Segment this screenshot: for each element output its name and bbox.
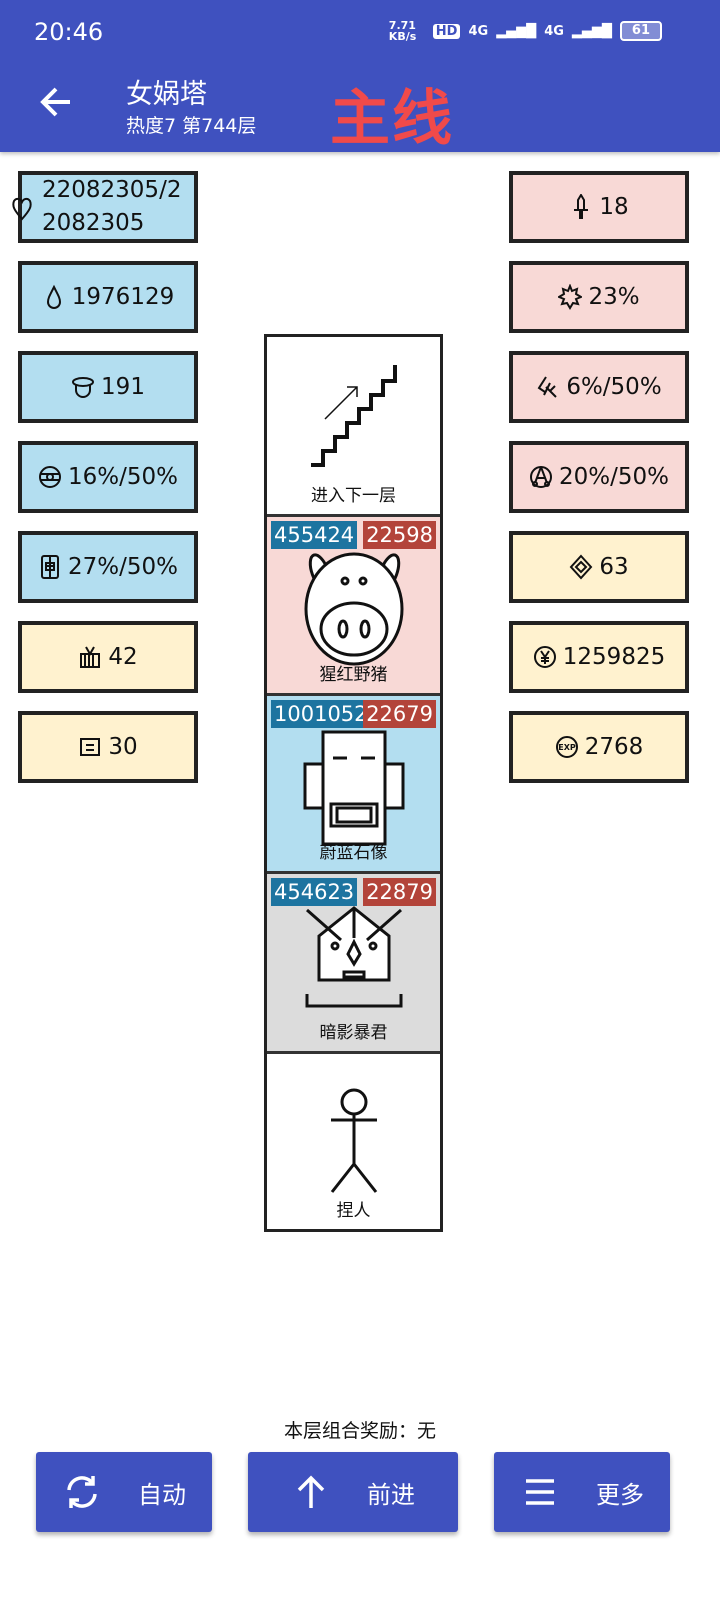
coin-icon [533,646,556,668]
tower-cell-player[interactable]: 捏人 [267,1054,440,1229]
auto-button[interactable]: 自动 [36,1452,212,1532]
stairs-icon [311,365,397,467]
burst-icon [558,284,583,310]
refresh-icon [67,1476,97,1508]
mode-label: 主线 [330,84,454,154]
stat-value: 27%/50% [68,554,178,580]
monster-hp-badge: 1001052 [271,700,371,728]
stat-value: 22082305/22082305 [42,177,182,236]
boar-icon [304,552,404,666]
stat-hp: 22082305/22082305 [12,171,198,243]
status-time: 20:46 [34,18,104,46]
monster-attack-badge: 22879 [363,878,436,906]
page-subtitle: 热度7 第744层 [126,115,257,137]
hd-icon: HD [432,23,461,39]
stat-attack: 18 [509,171,689,243]
arrow-up-icon [297,1475,325,1508]
stat-value: 2768 [584,734,644,760]
stat-value: 191 [101,374,145,400]
forward-label: 前进 [367,1480,415,1509]
stick-figure-icon [330,1088,378,1193]
cell-label: 进入下一层 [311,486,396,506]
more-label: 更多 [596,1480,644,1509]
shadow-tyrant-icon [305,906,403,1008]
stat-value: 23% [588,284,640,310]
sword-icon [574,194,589,219]
stat-value: 20%/50% [559,464,669,490]
tower-column: 进入下一层 455424 22598 猩红野猪 1001052 22679 蔚蓝… [264,334,443,1232]
menu-icon [526,1479,554,1505]
page-title: 女娲塔 [126,79,207,110]
auto-label: 自动 [138,1480,186,1509]
stat-value: 16%/50% [68,464,178,490]
stone-statue-icon [303,730,405,846]
helmet-icon [72,377,95,398]
tower-cell-monster[interactable]: 1001052 22679 蔚蓝石像 [267,696,440,874]
stat-basket: 42 [18,621,198,693]
more-button[interactable]: 更多 [494,1452,670,1532]
signal-icon-2: 4G [544,23,564,39]
tower-cell-monster[interactable]: 454623 22879 暗影暴君 [267,874,440,1054]
monster-name: 暗影暴君 [319,1023,388,1043]
forward-button[interactable]: 前进 [248,1452,458,1532]
monster-hp-badge: 455424 [271,521,358,549]
slash-icon [537,376,558,398]
status-icons: 7.71 KB/s HD 4G ▂▄▆█ 4G ▂▄▆█ 61 [389,20,662,42]
monster-attack-badge: 22598 [363,521,436,549]
back-arrow-icon[interactable] [36,82,76,122]
stat-exp: EXP 2768 [509,711,689,783]
battery-icon: 61 [619,21,662,41]
signal-bars-icon: ▂▄▆█ [496,23,537,39]
heart-icon [12,197,32,221]
player-label: 捏人 [336,1201,371,1221]
stat-crit: 23% [509,261,689,333]
monster-attack-badge: 22679 [363,700,436,728]
svg-text:EXP: EXP [558,743,576,752]
tower-cell-monster[interactable]: 455424 22598 猩红野猪 [267,517,440,696]
stat-value: 30 [108,734,138,760]
app-bar: 20:46 7.71 KB/s HD 4G▂▄▆█ 4G▂▄▆█ 61 女娲塔 … [0,0,720,154]
diamond-icon [570,554,593,580]
stat-gold: 1259825 [509,621,689,693]
signal-icon: 4G [468,23,489,39]
signal-bars-icon-2: ▂▄▆█ [571,23,612,39]
stat-slash: 6%/50% [509,351,689,423]
stat-value: 18 [599,194,629,220]
stat-value: 42 [108,644,138,670]
basket-icon [80,646,101,668]
exp-icon: EXP [555,736,578,758]
floor-reward-text: 本层组合奖励：无 [283,1420,436,1442]
stat-value: 63 [599,554,629,580]
stat-diamond: 63 [509,531,689,603]
stat-value: 6%/50% [566,374,662,400]
stat-armor: 27%/50% [18,531,198,603]
armor-icon [41,555,59,579]
stat-value: 1259825 [562,644,666,670]
shield-orb-icon [39,466,61,488]
net-speed: 7.71 KB/s [388,19,417,43]
stat-block: 16%/50% [18,441,198,513]
stat-mp: 1976129 [18,261,198,333]
pierce-icon [530,466,552,488]
scroll-icon [80,738,101,756]
stat-defense: 191 [18,351,198,423]
monster-name: 蔚蓝石像 [319,843,388,863]
monster-name: 猩红野猪 [319,665,388,685]
drop-icon [46,284,61,309]
stat-scroll: 30 [18,711,198,783]
stat-value: 1976129 [71,284,175,310]
tower-cell-stairs[interactable]: 进入下一层 [267,337,440,517]
stat-pierce: 20%/50% [509,441,689,513]
monster-hp-badge: 454623 [271,878,358,906]
